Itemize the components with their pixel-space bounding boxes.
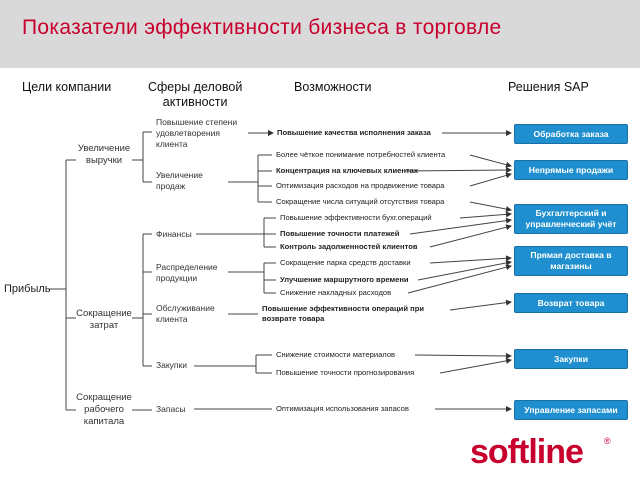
goal-cost-line1: Сокращение [76,308,132,319]
header-spheres: Сферы деловой активности [148,80,242,110]
sphere-satisfaction-line1: Повышение степени [156,117,238,127]
opportunity-returns-efficiency: Повышение эффективности операций при воз… [262,304,424,324]
sphere-service-line2: клиента [156,314,188,324]
sap-accounting-line1: Бухгалтерский и [535,208,607,218]
opportunity-route-time: Улучшение маршрутного времени [280,275,409,284]
goal-capital-line1: Сокращение [76,392,132,403]
sap-direct-store-delivery: Прямая доставка в магазины [514,246,628,276]
sphere-purchasing: Закупки [156,360,187,370]
goal-capital-line3: капитала [83,416,125,427]
opportunity-receivables-control: Контроль задолженностей клиентов [280,242,418,251]
sap-delivery-line2: магазины [550,261,592,271]
root-profit: Прибыль [4,283,51,295]
opportunity-customer-needs: Более чёткое понимание потребностей клие… [276,150,446,159]
goal-cost-line2: затрат [89,320,119,331]
goal-revenue: Увеличение выручки [72,143,136,167]
sap-purchasing: Закупки [514,349,628,369]
sap-accounting-line2: управленческий учёт [525,219,617,229]
goal-capital: Сокращение рабочего капитала [72,392,136,428]
opportunity-returns-line2: возврате товара [262,314,325,323]
sphere-satisfaction: Повышение степени удовлетворения клиента [156,117,237,150]
header-goals: Цели компании [22,80,112,94]
header-spheres-line2: активности [162,95,228,109]
goal-cost: Сокращение затрат [72,308,136,332]
sphere-satisfaction-line3: клиента [156,139,188,149]
opportunity-material-costs: Снижение стоимости материалов [276,350,396,359]
goal-revenue-line1: Увеличение [77,143,131,154]
opportunity-inventory-usage: Оптимизация использования запасов [276,404,409,413]
sap-returns: Возврат товара [514,293,628,313]
sphere-sales-line2: продаж [156,181,186,191]
sphere-distribution: Распределение продукции [156,262,218,284]
opportunity-stockouts: Сокращение числа ситуаций отсутствия тов… [276,197,445,206]
opportunity-returns-line1: Повышение эффективности операций при [262,304,425,313]
sap-inventory-management: Управление запасами [514,400,628,420]
goal-revenue-line2: выручки [85,155,123,166]
sphere-sales-line1: Увеличение [156,170,203,180]
sphere-service-line1: Обслуживание [156,303,215,313]
opportunity-accounting-efficiency: Повышение эффективности бухг.операций [280,213,432,222]
sphere-finance: Финансы [156,229,192,239]
opportunity-fleet-reduction: Сокращение парка средств доставки [280,258,411,267]
sphere-inventory: Запасы [156,404,186,414]
sap-order-processing: Обработка заказа [514,124,628,144]
sphere-sales: Увеличение продаж [156,170,203,192]
header-opportunities: Возможности [294,80,372,94]
opportunity-overhead: Снижение накладных расходов [280,288,392,297]
opportunity-order-quality: Повышение качества исполнения заказа [277,128,431,137]
registered-mark: ® [604,436,611,446]
softline-logo: softline [470,433,584,471]
sap-accounting: Бухгалтерский и управленческий учёт [514,204,628,234]
page-title: Показатели эффективности бизнеса в торго… [22,16,502,39]
opportunity-promotion-costs: Оптимизация расходов на продвижение това… [276,181,445,190]
header-spheres-line1: Сферы деловой [148,80,243,94]
goal-capital-line2: рабочего [84,404,124,415]
sphere-satisfaction-line2: удовлетворения [156,128,220,138]
sphere-distribution-line2: продукции [156,273,198,283]
sphere-service: Обслуживание клиента [156,303,215,325]
opportunity-payment-accuracy: Повышение точности платежей [280,229,400,238]
sphere-distribution-line1: Распределение [156,262,218,272]
title-bar: Показатели эффективности бизнеса в торго… [0,0,640,68]
sap-delivery-line1: Прямая доставка в [530,250,612,260]
opportunity-key-customers: Концентрация на ключевых клиентах [276,166,419,175]
sap-indirect-sales: Непрямые продажи [514,160,628,180]
header-sap: Решения SAP [508,80,589,94]
opportunity-forecasting: Повышение точности прогнозирования [276,368,415,377]
